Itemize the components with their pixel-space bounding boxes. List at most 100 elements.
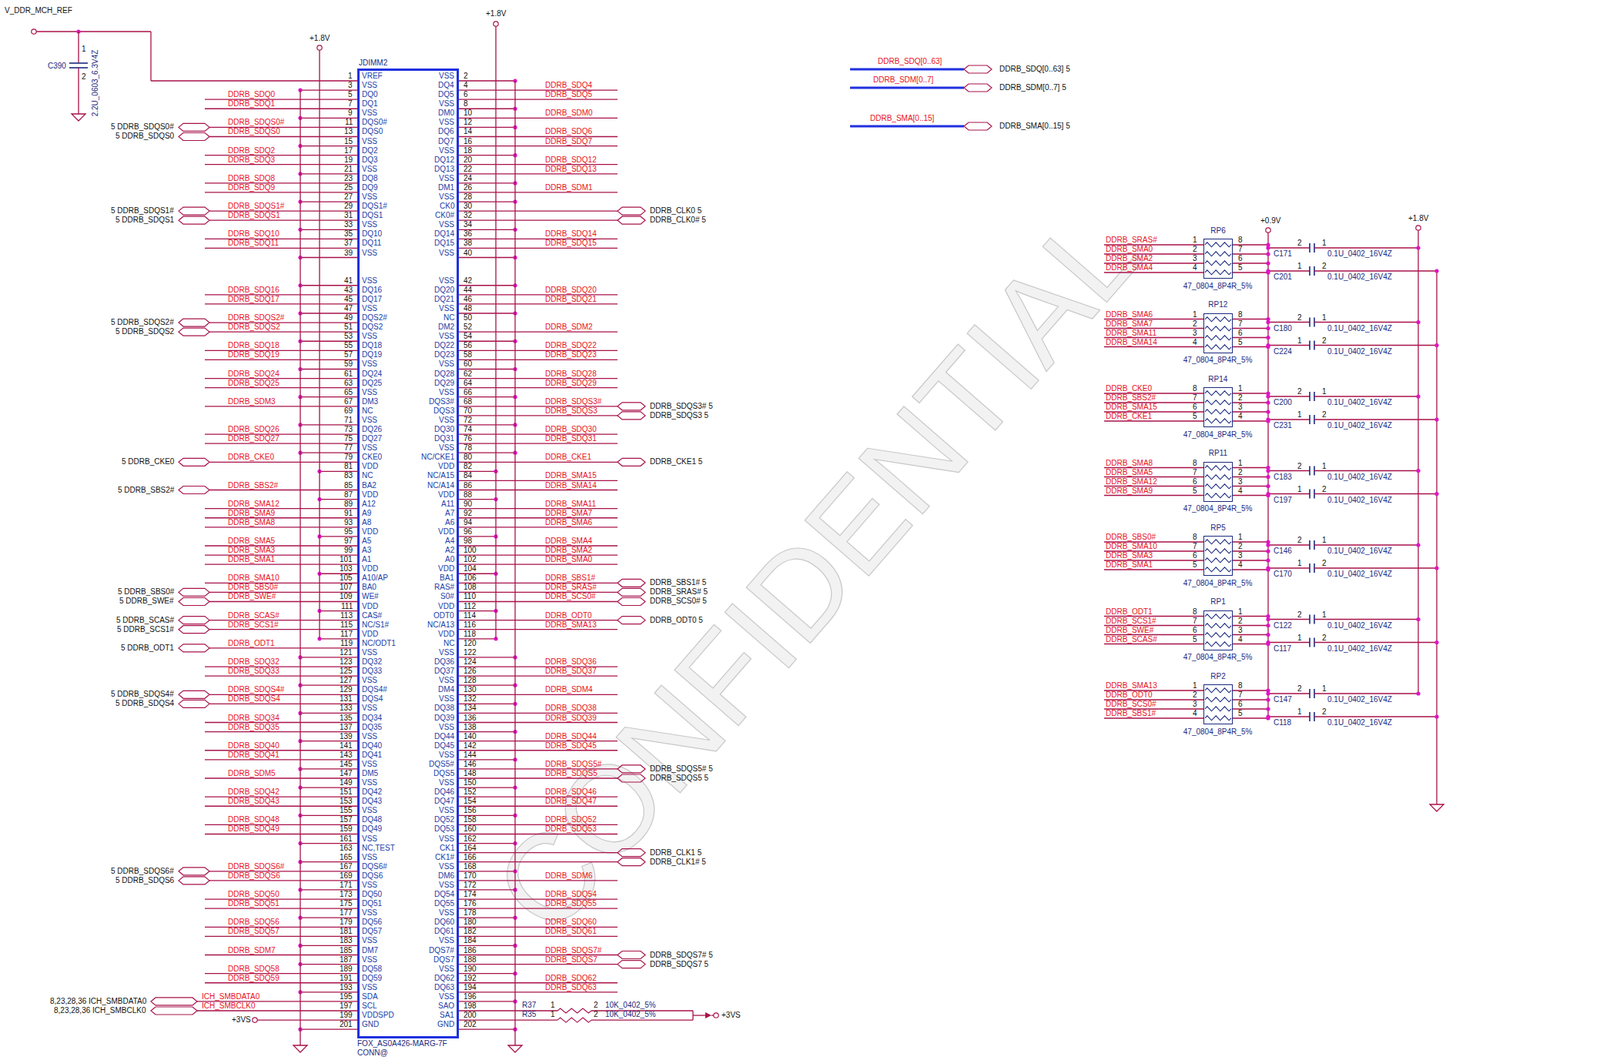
pin-name: A3 <box>361 545 372 556</box>
net-label: DDRB_SMA7 <box>1105 319 1153 329</box>
wire <box>458 722 618 724</box>
pin-number: 119 <box>340 639 353 649</box>
wire <box>1104 569 1204 570</box>
offpage-label: DDRB_SRAS# 5 <box>649 587 708 597</box>
net-label: DDRB_SDQS7# <box>545 946 602 956</box>
pin-name: DQ50 <box>361 890 382 900</box>
net-label: DDRB_SWE# <box>1105 625 1154 636</box>
net-label: DDRB_SDQ8 <box>227 174 275 184</box>
wire <box>458 220 618 221</box>
pin-number: 34 <box>463 220 472 230</box>
net-label: DDRB_SDQ54 <box>545 890 597 900</box>
wire <box>1232 485 1269 487</box>
pin-number: 43 <box>344 285 353 295</box>
pin-name: DQ16 <box>361 285 382 295</box>
pin-number: 183 <box>339 936 353 946</box>
net-label: DDRB_SMA1 <box>1105 560 1153 570</box>
net-label: DDRB_ODT1 <box>1105 607 1153 617</box>
offpage-connector <box>178 588 210 596</box>
pin-number: 179 <box>339 917 353 928</box>
wire <box>1104 271 1204 273</box>
pin-number: 174 <box>463 890 477 900</box>
pin-name: VSS <box>361 108 378 118</box>
pin-name: DQ47 <box>434 796 455 807</box>
pin-number: 155 <box>339 806 353 816</box>
pin-name: DM5 <box>361 769 379 779</box>
pin-number: 4 <box>1192 338 1198 348</box>
pin-name: CK0# <box>435 210 455 221</box>
pin-number: 8 <box>1192 458 1198 469</box>
pin-number: 91 <box>344 508 353 519</box>
resistor-array-symbol <box>1204 685 1232 724</box>
pin-number: 7 <box>1238 244 1243 255</box>
pin-name: CK1 <box>439 843 455 854</box>
pin-number: 72 <box>463 415 472 426</box>
wire <box>1314 619 1419 620</box>
pin-number: 104 <box>463 564 477 574</box>
net-label: DDRB_SMA10 <box>227 573 280 583</box>
offpage-connector <box>617 616 646 625</box>
pin-number: 2 <box>1238 542 1243 552</box>
pin-name: VSS <box>438 778 455 788</box>
wire <box>495 26 496 640</box>
pin-number: 71 <box>344 415 353 426</box>
pin-number: 164 <box>463 843 477 854</box>
offpage-label: DDRB_CLK1# 5 <box>649 857 707 867</box>
pin-number: 2 <box>1297 238 1303 248</box>
pin-name: A0 <box>445 555 455 565</box>
pin-number: 4 <box>1192 263 1198 273</box>
wire <box>1232 271 1269 273</box>
component-value: 10K_0402_5% <box>605 1010 657 1020</box>
net-label: DDRB_SDQ39 <box>545 713 597 724</box>
net-label: DDRB_SDQ24 <box>227 369 280 379</box>
pin-name: VSS <box>438 834 455 844</box>
pin-number: 172 <box>463 880 477 891</box>
wire <box>204 238 358 240</box>
net-label: DDRB_SDQ44 <box>545 732 597 742</box>
offpage-connector <box>617 951 646 960</box>
pin-number: 49 <box>344 313 353 323</box>
pin-number: 143 <box>339 750 353 760</box>
pin-number: 8 <box>1192 384 1198 394</box>
junction-dot <box>1434 492 1439 496</box>
component-value: 47_0804_8P4R_5% <box>1183 281 1253 292</box>
wire <box>458 359 618 361</box>
junction-dot <box>1415 691 1420 696</box>
wire <box>458 554 618 556</box>
pin-number: 149 <box>339 778 353 788</box>
pin-name: A6 <box>445 518 455 528</box>
pin-number: 51 <box>344 322 353 332</box>
junction-dot <box>1265 268 1270 273</box>
net-label: DDRB_SDQS1# <box>227 201 285 211</box>
pin-name: ODT0 <box>433 611 455 621</box>
pin-name: VSS <box>438 964 455 975</box>
wire <box>1268 270 1310 272</box>
junction-dot <box>1265 640 1270 645</box>
net-label: DDRB_SMA0 <box>1105 244 1153 255</box>
offpage-connector <box>150 997 198 1006</box>
wire <box>204 99 358 101</box>
junction-dot <box>1265 548 1270 553</box>
power-label: +0.9V <box>1260 216 1281 226</box>
pin-name: SA1 <box>439 1010 455 1021</box>
pin-number: 1 <box>1297 261 1303 272</box>
component-value: 47_0804_8P4R_5% <box>1183 727 1253 737</box>
pin-name: DQ5 <box>438 90 455 100</box>
pin-name: VSS <box>438 415 455 426</box>
pin-number: 6 <box>463 90 469 100</box>
net-label: DDRB_SDQ59 <box>227 974 280 984</box>
wire <box>458 331 618 333</box>
pin-number: 167 <box>339 862 353 872</box>
resistor-symbol <box>1205 261 1232 266</box>
pin-number: 38 <box>463 238 472 248</box>
offpage-label: 5 DDRB_SDQS1# <box>110 206 175 216</box>
wire <box>1308 712 1311 722</box>
resistor-array: RP1447_0804_8P4R_5% <box>1203 387 1233 428</box>
pin-number: 82 <box>463 461 472 472</box>
pin-number: 28 <box>463 192 472 202</box>
wire <box>458 99 618 101</box>
component-value: 10K_0402_5% <box>605 1000 657 1011</box>
wire <box>1268 418 1310 420</box>
pin-name: DQ22 <box>434 341 455 351</box>
junction-dot <box>1415 320 1420 325</box>
